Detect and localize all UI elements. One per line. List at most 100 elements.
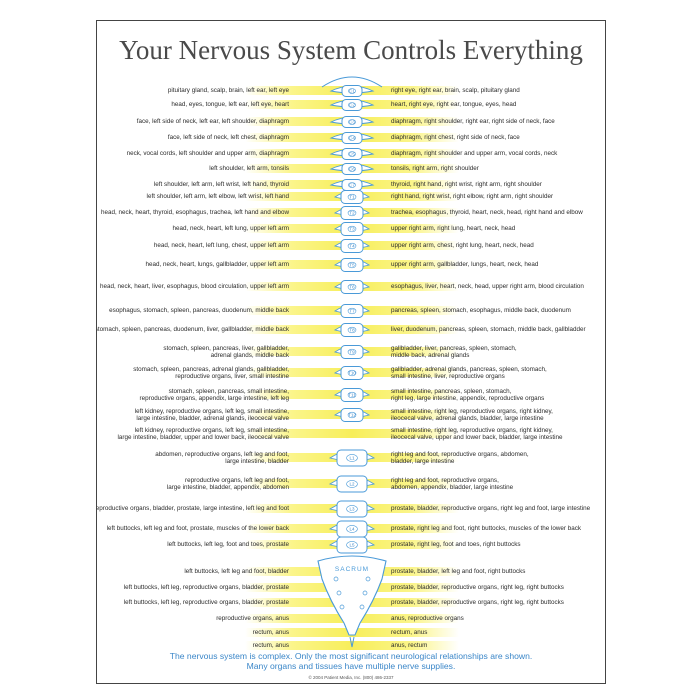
spinal-canal xyxy=(347,411,357,419)
left-organ-list: head, eyes, tongue, left ear, left eye, … xyxy=(171,101,289,109)
page-title: Your Nervous System Controls Everything xyxy=(119,35,583,65)
vertebra-body xyxy=(340,190,364,204)
spinal-canal xyxy=(348,151,356,157)
right-organ-list: thyroid, right hand, right wrist, right … xyxy=(391,181,542,189)
vertebra-label: T10 xyxy=(348,371,356,376)
footnote-line-2: Many organs and tissues have multiple ne… xyxy=(246,661,456,671)
sacrum-label: SACRUM xyxy=(335,566,369,573)
vertebra-label: C4 xyxy=(349,136,355,141)
vertebra-body xyxy=(340,345,364,359)
right-organ-list: upper right arm, right lung, heart, neck… xyxy=(391,225,516,233)
vertebra-label: C2 xyxy=(349,103,355,108)
spinal-canal xyxy=(347,283,357,291)
right-organ-list: liver, duodenum, pancreas, spleen, stoma… xyxy=(391,326,586,334)
sacral-foramen xyxy=(339,604,345,610)
spinal-canal xyxy=(346,480,358,488)
left-organ-list: head, neck, heart, left lung, upper left… xyxy=(172,225,289,233)
spinal-canal xyxy=(347,209,357,217)
spinal-canal xyxy=(348,166,356,172)
right-organ-list: prostate, bladder, left leg and foot, ri… xyxy=(391,568,526,576)
right-organ-list: gallbladder, liver, pancreas, spleen, st… xyxy=(391,344,517,360)
right-organ-list: anus, reproductive organs xyxy=(391,615,464,623)
vertebra-body xyxy=(336,475,368,493)
left-organ-list: stomach, spleen, pancreas, small intesti… xyxy=(139,387,289,403)
left-organ-list: left shoulder, left arm, left wrist, lef… xyxy=(153,181,289,189)
vertebra-body xyxy=(341,116,363,128)
sacral-foramen xyxy=(365,576,371,582)
right-organ-list: diaphragm, right chest, right side of ne… xyxy=(391,134,520,142)
spinal-canal xyxy=(347,326,357,334)
vertebra-body xyxy=(336,536,368,554)
vertebra-label: T5 xyxy=(349,263,355,268)
vertebra-body xyxy=(340,388,364,402)
coccyx xyxy=(349,636,355,648)
spinal-canal xyxy=(348,182,356,188)
vertebra-body xyxy=(340,206,364,220)
vertebra-label: C7 xyxy=(349,183,355,188)
sacral-foramen xyxy=(336,590,342,596)
vertebra-label: T1 xyxy=(349,195,355,200)
right-organ-list: upper right arm, chest, right lung, hear… xyxy=(391,242,534,250)
vertebra-body xyxy=(336,500,368,518)
vertebra-label: C1 xyxy=(349,89,355,94)
right-organ-list: small intestine, right leg, reproductive… xyxy=(391,426,563,442)
left-organ-list: neck, vocal cords, left shoulder and upp… xyxy=(126,150,289,158)
spinal-canal xyxy=(346,505,358,513)
left-organ-list: left buttocks, left leg and foot, prosta… xyxy=(106,525,289,533)
right-organ-list: gallbladder, adrenal glands, pancreas, s… xyxy=(391,365,547,381)
left-organ-list: head, neck, heart, liver, esophagus, blo… xyxy=(99,283,289,291)
vertebra-body xyxy=(341,163,363,175)
vertebra-label: T9 xyxy=(349,350,355,355)
sacral-foramen xyxy=(362,590,368,596)
right-organ-list: diaphragm, right shoulder and upper arm,… xyxy=(391,150,558,158)
right-organ-list: prostate, bladder, reproductive organs, … xyxy=(391,599,564,607)
vertebra-body xyxy=(340,258,364,272)
spine-illustration: C1C2C3C4C5C6C7T1T2T3T4T5T6T7T8T9T10T11T1… xyxy=(317,76,387,648)
left-organ-list: rectum, anus xyxy=(252,642,289,650)
left-organ-list: pituitary gland, scalp, brain, left ear,… xyxy=(167,87,289,95)
spinal-canal xyxy=(347,307,357,315)
left-organ-list: stomach, spleen, pancreas, adrenal gland… xyxy=(133,365,289,381)
left-organ-list: left buttocks, left leg, reproductive or… xyxy=(123,599,289,607)
right-organ-list: small intestine, pancreas, spleen, stoma… xyxy=(391,387,545,403)
vertebra-label: T4 xyxy=(349,244,355,249)
left-organ-list: left shoulder, left arm, left elbow, lef… xyxy=(146,193,289,201)
vertebra-label: C5 xyxy=(349,152,355,157)
left-organ-list: reproductive organs, left leg and foot,l… xyxy=(166,476,289,492)
vertebra-label: L2 xyxy=(349,482,355,487)
spinal-canal xyxy=(346,454,358,462)
left-organ-list: face, left side of neck, left chest, dia… xyxy=(167,134,289,142)
left-organ-list: head, neck, heart, thyroid, esophagus, t… xyxy=(101,209,289,217)
poster: Your Nervous System Controls Everything … xyxy=(96,20,606,684)
right-organ-list: right leg and foot, reproductive organs,… xyxy=(391,476,514,492)
highlight-band xyxy=(245,429,459,438)
skull-base xyxy=(321,76,383,88)
left-organ-list: stomach, spleen, pancreas, liver, gallbl… xyxy=(163,344,289,360)
right-organ-list: heart, right eye, right ear, tongue, eye… xyxy=(391,101,517,109)
left-organ-list: left kidney, reproductive organs, left l… xyxy=(134,407,289,423)
spinal-canal xyxy=(346,541,358,549)
right-organ-list: upper right arm, gallbladder, lungs, hea… xyxy=(391,261,539,269)
vertebra-body xyxy=(340,222,364,236)
vertebra-body xyxy=(340,239,364,253)
spinal-canal xyxy=(347,391,357,399)
vertebra-body xyxy=(340,366,364,380)
sacral-foramen xyxy=(333,576,339,582)
vertebra-label: T2 xyxy=(349,211,355,216)
spinal-canal xyxy=(348,119,356,125)
vertebra-body xyxy=(341,85,363,97)
right-organ-list: esophagus, liver, heart, neck, head, upp… xyxy=(391,283,584,291)
left-organ-list: left buttocks, left leg, foot and toes, … xyxy=(167,541,289,549)
right-organ-list: pancreas, spleen, stomach, esophagus, mi… xyxy=(391,307,571,315)
vertebra-label: T11 xyxy=(348,393,356,398)
footnote-line-1: The nervous system is complex. Only the … xyxy=(169,651,533,661)
left-organ-list: abdomen, reproductive organs, left leg a… xyxy=(155,450,289,466)
left-organ-list: left buttocks, left leg, reproductive or… xyxy=(123,584,289,592)
vertebra-label: L3 xyxy=(349,507,355,512)
vertebra-body xyxy=(341,132,363,144)
left-organ-list: reproductive organs, bladder, prostate, … xyxy=(96,505,289,513)
left-organ-list: left shoulder, left arm, tonsils xyxy=(209,165,289,173)
right-organ-list: prostate, bladder, reproductive organs, … xyxy=(391,584,564,592)
spinal-canal xyxy=(348,88,356,94)
left-organ-list: reproductive organs, anus xyxy=(216,615,289,623)
